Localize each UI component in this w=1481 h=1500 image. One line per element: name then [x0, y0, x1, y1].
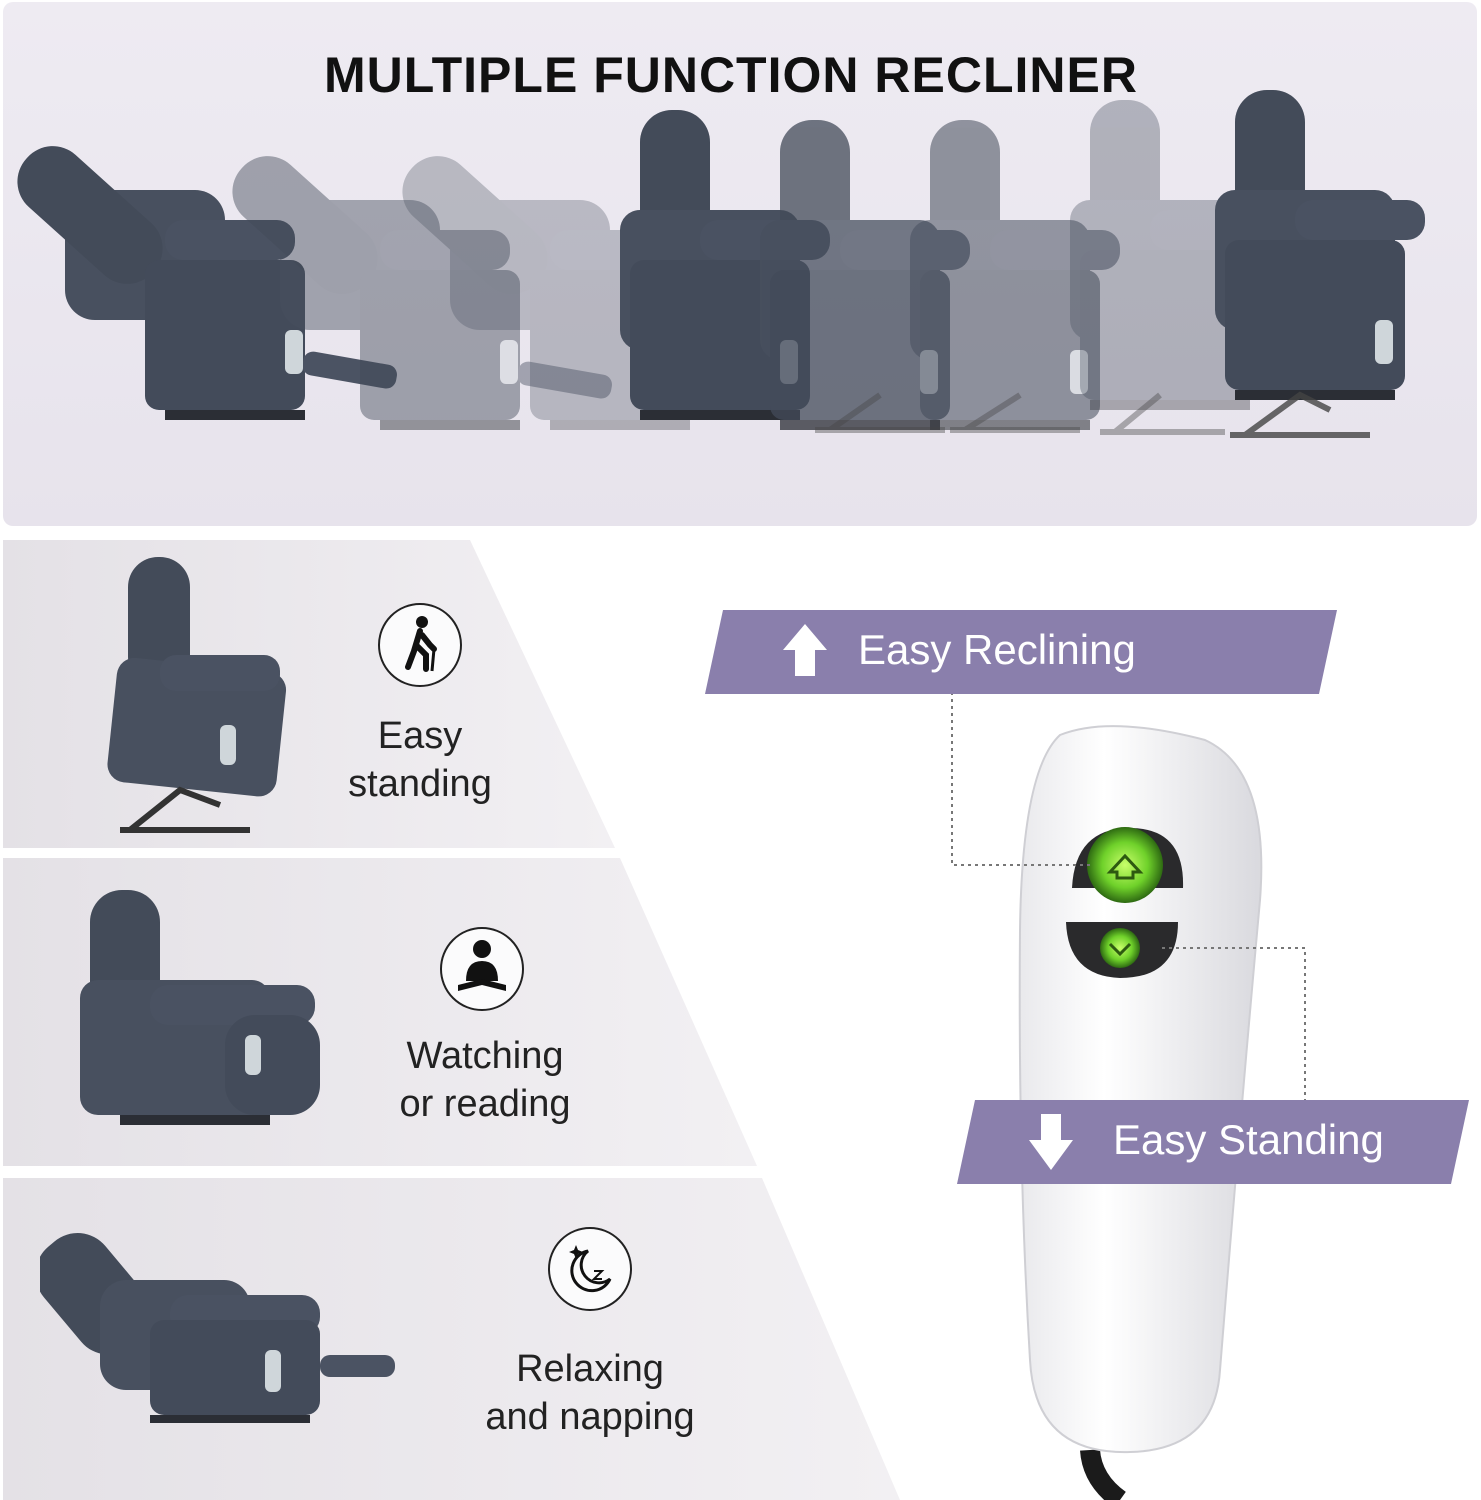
- chair-lift-image: [107, 557, 287, 833]
- down-button: [1100, 928, 1140, 968]
- remote-control-illustration: [951, 692, 1306, 1500]
- chair-upright-image: [80, 890, 320, 1125]
- moon-star-icon: [548, 1227, 632, 1311]
- panel-easy-standing: [3, 540, 615, 848]
- easy-reclining-banner: [705, 610, 1337, 694]
- recliner-sequence-illustration: [3, 90, 1425, 438]
- walking-person-icon: [378, 603, 462, 687]
- easy-standing-label: Easy Standing: [1113, 1116, 1384, 1163]
- easy-standing-banner: [957, 1100, 1469, 1184]
- arrow-down-icon: [1029, 1114, 1073, 1170]
- chair-reclined-image: [40, 1233, 395, 1423]
- reading-person-icon: [440, 927, 524, 1011]
- page-title: MULTIPLE FUNCTION RECLINER: [324, 47, 1138, 103]
- arrow-up-icon: [783, 624, 827, 676]
- easy-reclining-label: Easy Reclining: [858, 626, 1136, 673]
- up-button: [1087, 827, 1163, 903]
